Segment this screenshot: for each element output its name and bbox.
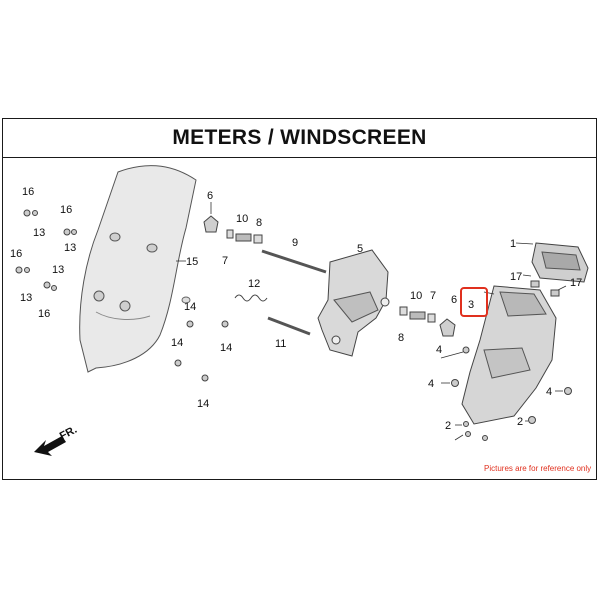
page-title: METERS / WINDSCREEN — [172, 126, 427, 149]
meter-bracket — [317, 249, 390, 357]
windscreen — [79, 165, 197, 373]
callout-16: 16 — [22, 186, 34, 198]
callout-11: 11 — [275, 338, 286, 350]
callout-14: 14 — [171, 337, 183, 349]
callout-4: 4 — [428, 378, 434, 390]
direction-label: FR. — [58, 424, 79, 443]
callout-10: 10 — [236, 213, 248, 225]
callout-8: 8 — [256, 217, 262, 229]
right-adjuster-parts — [399, 306, 470, 354]
callout-7: 7 — [222, 255, 228, 267]
title-bar: METERS / WINDSCREEN — [3, 119, 596, 158]
front-direction-arrow-icon — [34, 436, 66, 456]
callout-5: 5 — [357, 243, 363, 255]
bolt-group-left — [15, 209, 77, 291]
callout-14: 14 — [184, 301, 196, 313]
callout-14: 14 — [220, 342, 232, 354]
callout-17: 17 — [510, 271, 522, 283]
callout-16: 16 — [60, 204, 72, 216]
callout-13: 13 — [20, 292, 32, 304]
callout-1: 1 — [510, 238, 516, 250]
callout-8: 8 — [398, 332, 404, 344]
highlight-box — [460, 287, 488, 317]
leader-lines — [176, 202, 567, 441]
callout-16: 16 — [38, 308, 50, 320]
callout-7: 7 — [430, 290, 436, 302]
callout-9: 9 — [292, 237, 298, 249]
reference-note: Pictures are for reference only — [484, 464, 592, 473]
spring-and-rod — [234, 294, 311, 336]
callout-12: 12 — [248, 278, 260, 290]
callout-13: 13 — [52, 264, 64, 276]
callout-2: 2 — [445, 420, 451, 432]
callout-6: 6 — [451, 294, 457, 306]
screw-group — [451, 379, 572, 441]
callout-17: 17 — [570, 277, 582, 289]
left-adjuster-parts — [203, 215, 327, 274]
callout-2: 2 — [517, 416, 523, 428]
nut-group — [174, 320, 229, 382]
callout-14: 14 — [197, 398, 209, 410]
callout-16: 16 — [10, 248, 22, 260]
callout-labels: 16 13 16 13 16 13 13 16 15 14 14 14 14 6… — [10, 186, 582, 432]
meter-housing — [461, 285, 557, 425]
callout-13: 13 — [33, 227, 45, 239]
callout-3: 3 — [468, 299, 474, 311]
callout-6: 6 — [207, 190, 213, 202]
callout-13: 13 — [64, 242, 76, 254]
callout-10: 10 — [410, 290, 422, 302]
callout-4: 4 — [436, 344, 442, 356]
callout-15: 15 — [186, 256, 198, 268]
grommet-group — [530, 280, 560, 297]
meter-unit — [531, 242, 589, 283]
callout-4: 4 — [546, 386, 552, 398]
